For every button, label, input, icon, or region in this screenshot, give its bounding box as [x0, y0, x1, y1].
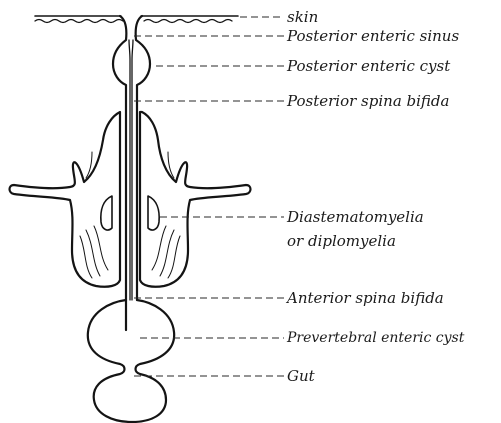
- label-posterior-enteric-sinus: Posterior enteric sinus: [287, 28, 459, 45]
- label-diastematomyelia: Diastematomyelia: [287, 209, 424, 226]
- label-posterior-enteric-cyst: Posterior enteric cyst: [287, 58, 450, 75]
- label-anterior-spina-bifida: Anterior spina bifida: [287, 290, 444, 307]
- label-skin: skin: [287, 9, 318, 26]
- label-prevertebral-enteric-cyst: Prevertebral enteric cyst: [287, 330, 464, 347]
- vertebra-left-half: [10, 112, 121, 287]
- vertebra-right-half: [140, 112, 251, 287]
- prevertebral-cyst-and-gut-outline: [88, 300, 174, 422]
- label-posterior-spina-bifida: Posterior spina bifida: [287, 93, 449, 110]
- label-gut: Gut: [287, 368, 315, 385]
- neural-tube: [129, 40, 133, 300]
- label-diplomyelia: or diplomyelia: [287, 233, 396, 250]
